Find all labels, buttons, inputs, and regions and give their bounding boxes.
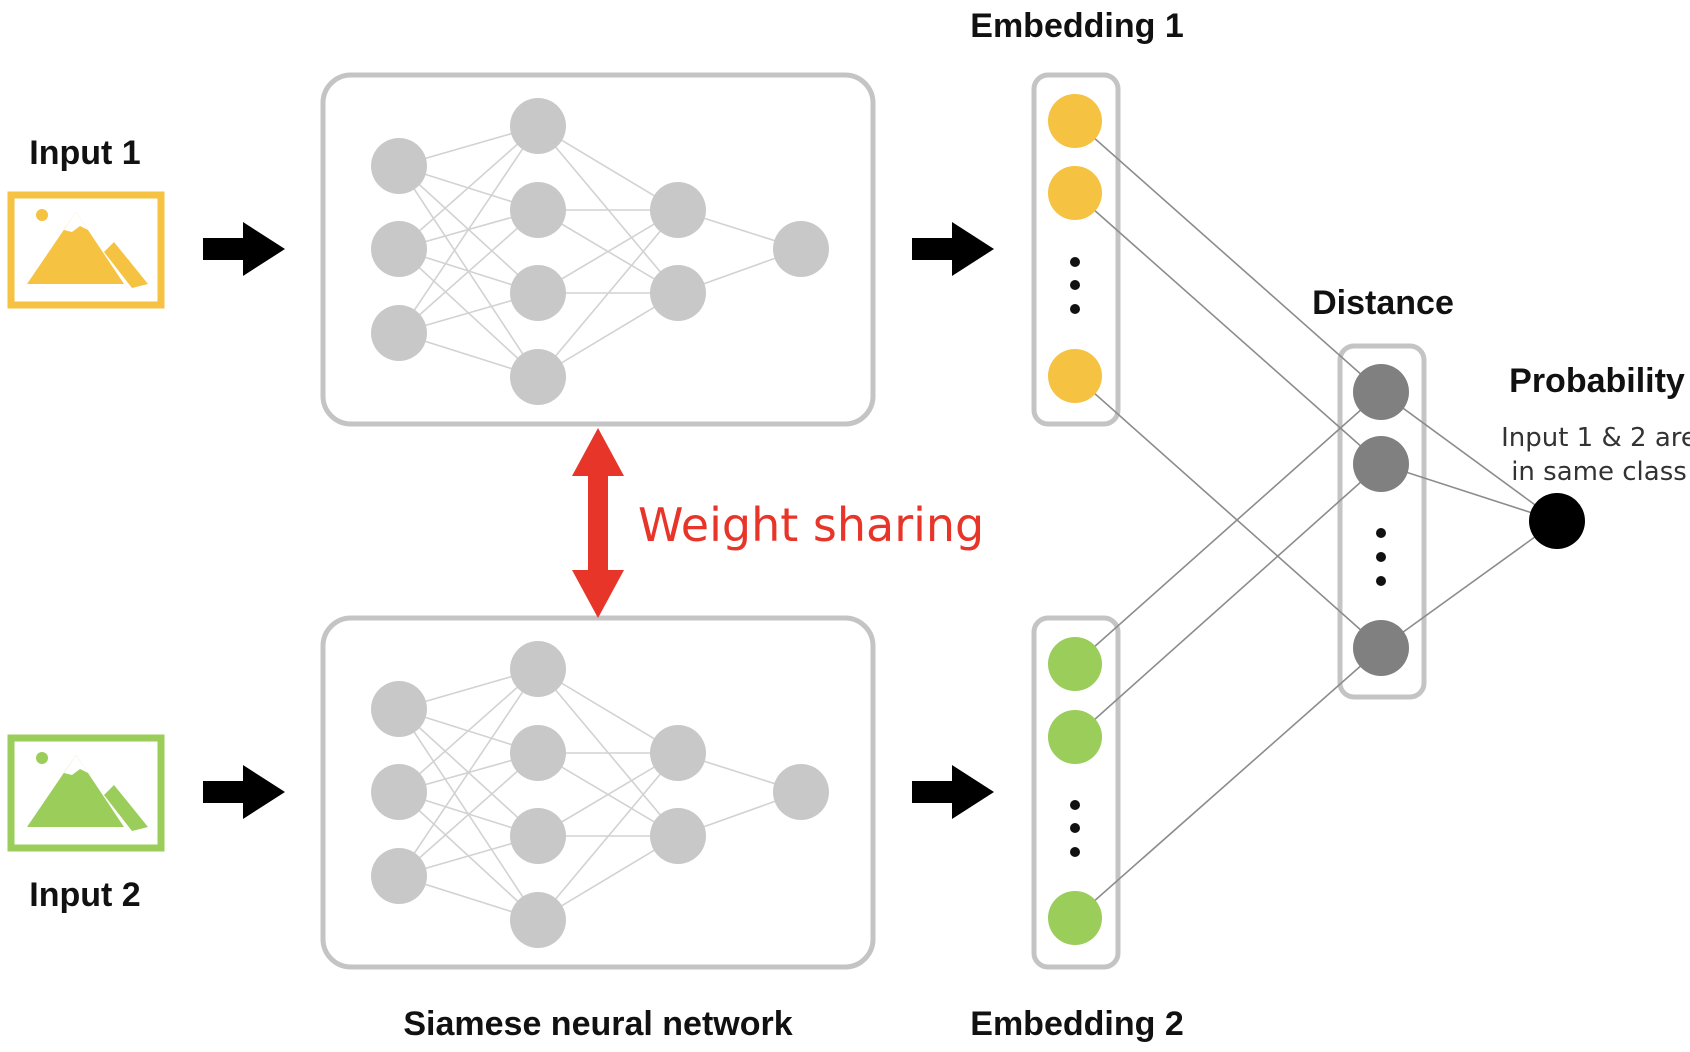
network-nodes-bottom — [371, 641, 829, 948]
distance-ellipsis — [1376, 528, 1386, 586]
embedding2-node — [1048, 637, 1102, 691]
network-node — [510, 349, 566, 405]
network-edge — [398, 668, 539, 877]
image-icon — [7, 734, 165, 852]
embedding2-nodes — [1048, 637, 1102, 945]
arrow-right-icon — [203, 765, 285, 819]
probability-description-line2: in same class — [1511, 457, 1687, 487]
arrow-right-icon — [912, 222, 994, 276]
network-box-top — [320, 72, 876, 427]
network-nodes-top — [371, 98, 829, 405]
network-node — [650, 182, 706, 238]
image-icon — [7, 191, 165, 309]
distance-node — [1353, 620, 1409, 676]
network-node — [371, 138, 427, 194]
network-edge — [398, 668, 539, 793]
network-node — [371, 681, 427, 737]
network-node — [773, 221, 829, 277]
distance-node — [1353, 364, 1409, 420]
distance-to-output-edges — [1380, 391, 1558, 649]
input1-label: Input 1 — [29, 134, 140, 172]
weight-sharing-label: Weight sharing — [638, 498, 984, 552]
embedding1-node — [1048, 94, 1102, 148]
embedding1-box — [1031, 72, 1121, 427]
weight-sharing-arrow-icon — [572, 428, 624, 618]
network-title: Siamese neural network — [403, 1005, 792, 1043]
network-edge — [398, 752, 539, 877]
embedding1-nodes — [1048, 94, 1102, 403]
network-edge — [398, 209, 539, 334]
network-node — [650, 808, 706, 864]
network-node — [371, 848, 427, 904]
network-edge — [398, 125, 539, 334]
network-node — [371, 221, 427, 277]
network-node — [510, 725, 566, 781]
arrow-right-icon — [912, 765, 994, 819]
network-node — [371, 764, 427, 820]
embedding2-box — [1031, 615, 1121, 970]
network-edge — [537, 209, 679, 378]
embedding-to-distance-edges — [1074, 120, 1382, 919]
network-edge — [537, 752, 679, 921]
embedding1-label: Embedding 1 — [970, 7, 1183, 45]
embedding1-node — [1048, 349, 1102, 403]
embedding1-node — [1048, 166, 1102, 220]
network-node — [510, 265, 566, 321]
probability-output-node — [1529, 493, 1585, 549]
network-node — [650, 265, 706, 321]
embedding2-node — [1048, 710, 1102, 764]
arrow-right-icon — [203, 222, 285, 276]
network-node — [510, 182, 566, 238]
network-node — [510, 98, 566, 154]
network-edge — [398, 125, 539, 250]
network-node — [510, 892, 566, 948]
distance-nodes — [1353, 364, 1409, 676]
distance-box — [1337, 343, 1427, 700]
network-node — [510, 808, 566, 864]
embedding2-node — [1048, 891, 1102, 945]
probability-label: Probability — [1509, 362, 1685, 400]
network-node — [371, 305, 427, 361]
distance-label: Distance — [1312, 284, 1454, 322]
network-node — [650, 725, 706, 781]
probability-description-line1: Input 1 & 2 are — [1501, 423, 1690, 453]
network-node — [510, 641, 566, 697]
embedding2-ellipsis — [1070, 800, 1080, 857]
embedding1-ellipsis — [1070, 257, 1080, 314]
input2-label: Input 2 — [29, 876, 140, 914]
network-node — [773, 764, 829, 820]
embedding2-label: Embedding 2 — [970, 1005, 1183, 1043]
distance-node — [1353, 436, 1409, 492]
